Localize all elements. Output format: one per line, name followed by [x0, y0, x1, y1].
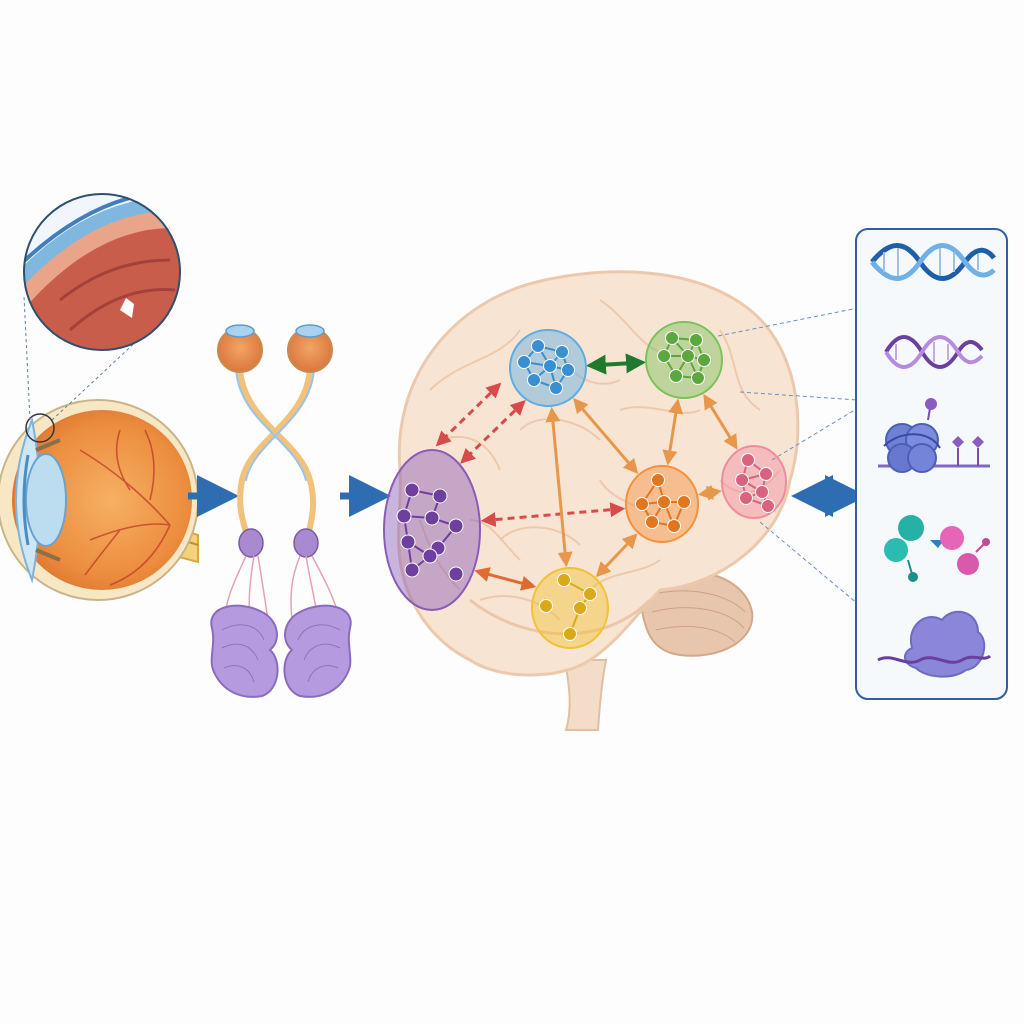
network-regions: [383, 321, 787, 649]
region-node-purple-8: [448, 566, 464, 582]
link-orange-pink-8: [697, 484, 722, 501]
link-blue-yellow-5: [545, 406, 573, 568]
network-links: [435, 353, 738, 591]
region-node-purple-7: [404, 562, 420, 578]
region-node-green-6: [691, 371, 705, 385]
region-node-purple-5: [400, 534, 416, 550]
region-node-pink-2: [735, 473, 749, 487]
magnified-anterior-chamber-icon: [23, 193, 181, 351]
region-purple: [383, 449, 481, 611]
optic-chiasm-pathway-icon: [210, 324, 352, 698]
link-blue-purple-2: [435, 382, 502, 447]
region-node-pink-5: [761, 499, 775, 513]
region-node-purple-9: [422, 548, 438, 564]
region-node-blue-1: [555, 345, 569, 359]
region-node-purple-1: [432, 488, 448, 504]
region-node-green-2: [657, 349, 671, 363]
region-node-orange-2: [657, 495, 671, 509]
dna-double-helix-icon: [870, 243, 996, 281]
region-node-purple-0: [404, 482, 420, 498]
region-node-green-0: [665, 331, 679, 345]
link-green-orange-6: [662, 398, 684, 466]
region-node-green-3: [681, 349, 695, 363]
region-node-yellow-4: [563, 627, 577, 641]
rna-helix-icon: [884, 335, 984, 369]
link-blue-green-0: [585, 353, 647, 375]
region-orange: [625, 465, 699, 543]
ribosome-translation-icon: [877, 611, 992, 678]
region-node-purple-3: [424, 510, 440, 526]
region-node-purple-2: [396, 508, 412, 524]
region-yellow: [531, 567, 609, 649]
region-node-pink-3: [755, 485, 769, 499]
link-purple-yellow-10: [474, 567, 537, 591]
region-node-orange-4: [645, 515, 659, 529]
region-node-pink-0: [741, 453, 755, 467]
region-node-orange-1: [635, 497, 649, 511]
region-node-yellow-0: [557, 573, 571, 587]
region-node-blue-5: [527, 373, 541, 387]
region-node-orange-5: [667, 519, 681, 533]
region-blue: [509, 329, 587, 407]
eye-cross-section-icon: [0, 399, 199, 601]
region-node-blue-4: [561, 363, 575, 377]
region-node-green-4: [697, 353, 711, 367]
region-green: [645, 321, 723, 399]
region-node-yellow-2: [573, 601, 587, 615]
histone-methylation-icon: [878, 398, 990, 473]
region-node-green-5: [669, 369, 683, 383]
region-node-purple-4: [448, 518, 464, 534]
region-halo-purple: [383, 449, 481, 611]
link-green-pink-7: [703, 393, 738, 450]
region-node-blue-6: [549, 381, 563, 395]
link-blue-orange-4: [573, 397, 639, 475]
region-node-orange-0: [651, 473, 665, 487]
region-node-yellow-3: [583, 587, 597, 601]
region-node-orange-3: [677, 495, 691, 509]
protein-interaction-icon: [884, 515, 990, 582]
link-orange-yellow-9: [595, 533, 638, 578]
region-node-pink-4: [739, 491, 753, 505]
region-node-blue-2: [517, 355, 531, 369]
region-node-pink-1: [759, 467, 773, 481]
region-node-blue-0: [531, 339, 545, 353]
molecular-callout-lines: [717, 307, 859, 605]
region-pink: [721, 445, 787, 519]
molecular-panel: [855, 228, 1008, 700]
region-node-blue-3: [543, 359, 557, 373]
region-node-yellow-1: [539, 599, 553, 613]
region-node-green-1: [689, 333, 703, 347]
